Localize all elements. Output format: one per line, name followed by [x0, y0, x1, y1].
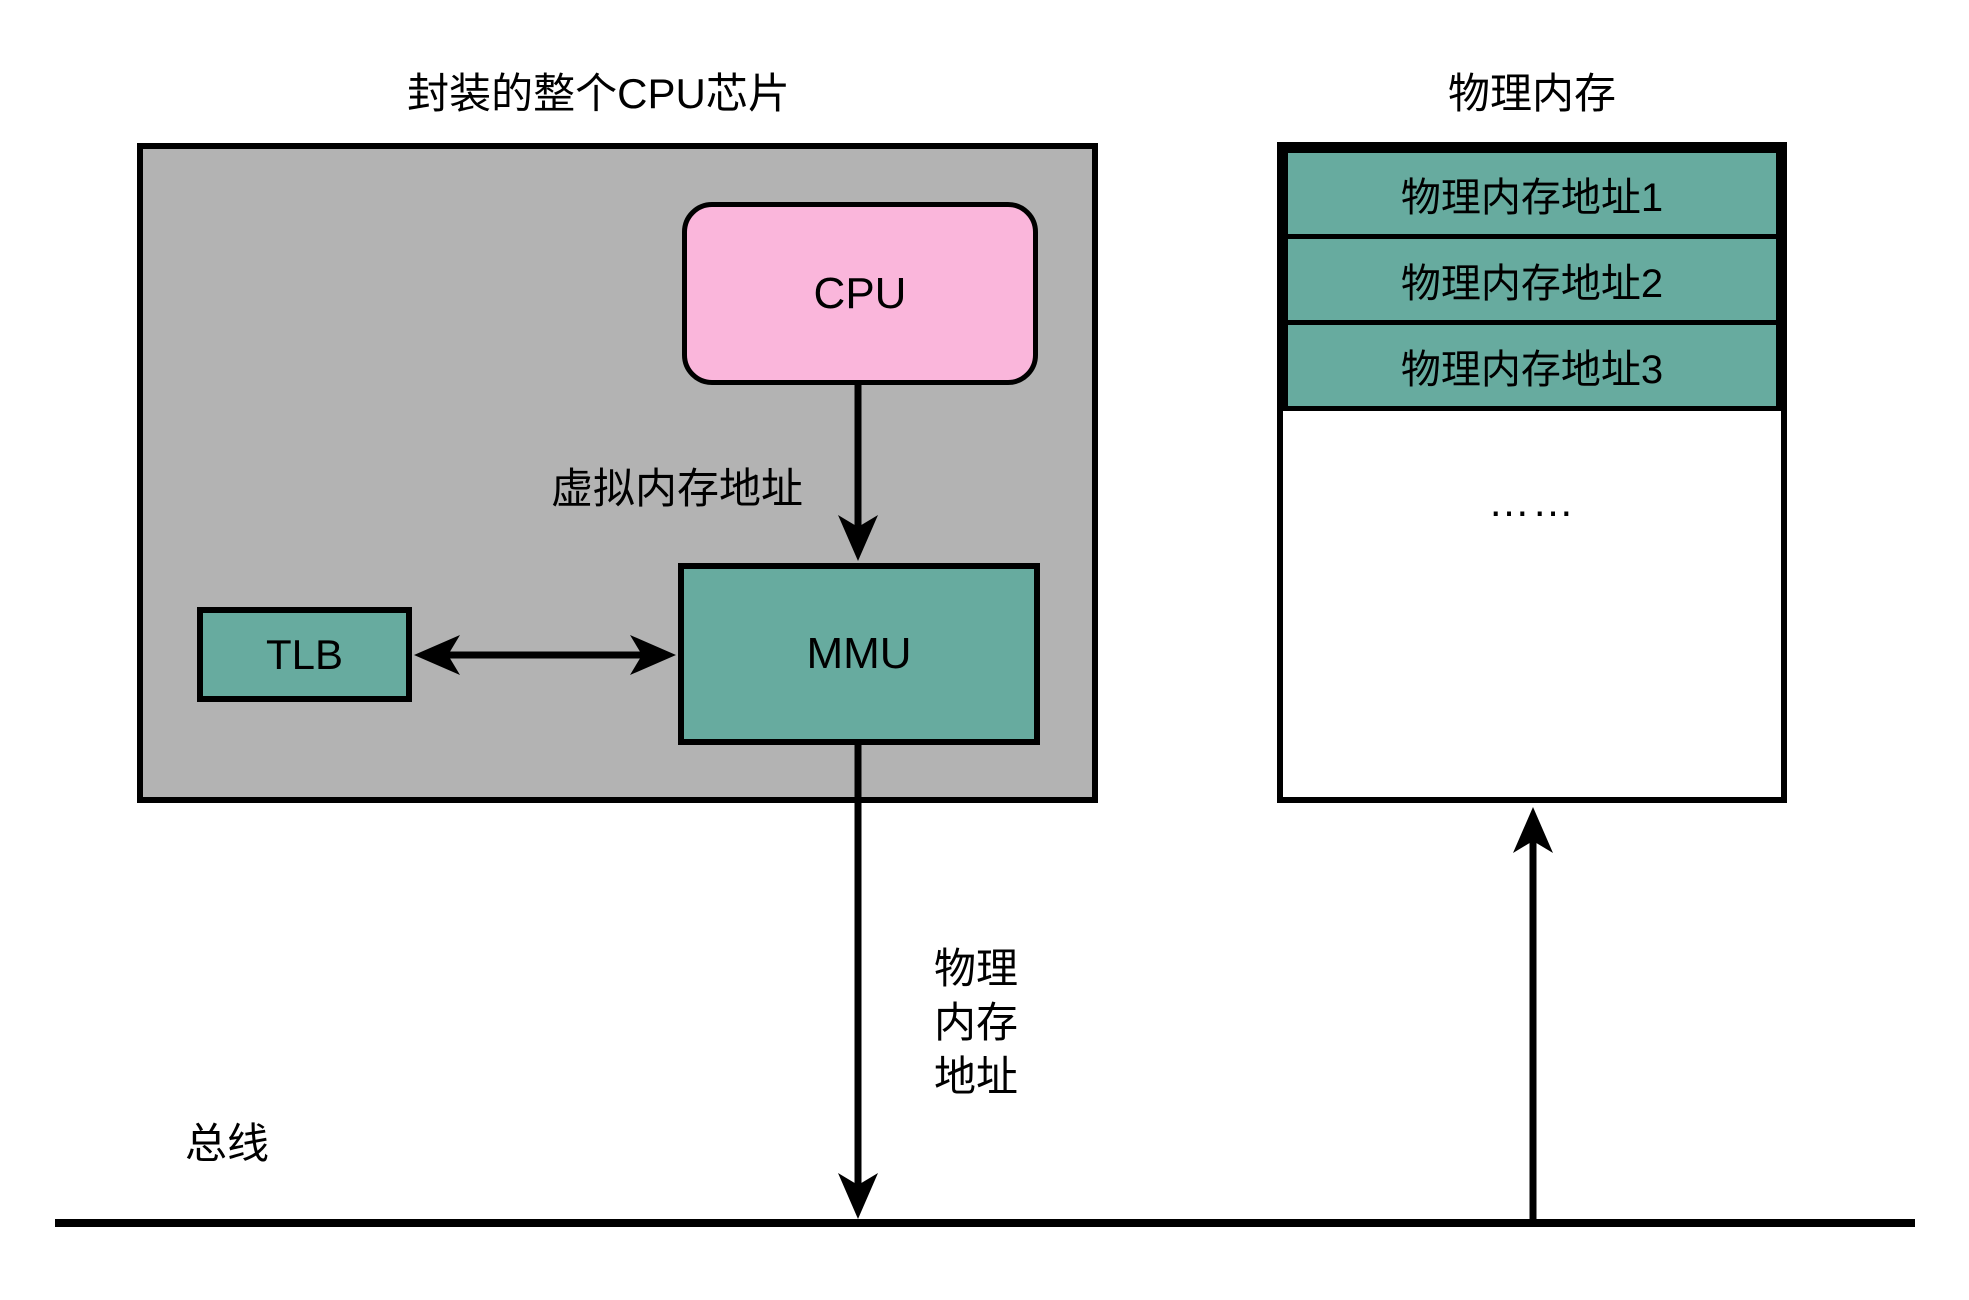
cpu-label: CPU	[813, 268, 907, 318]
bus-label: 总线	[185, 1120, 270, 1167]
tlb-label: TLB	[265, 630, 344, 678]
physical-address-line: 地址	[933, 1053, 1018, 1100]
mmu-box: MMU	[678, 563, 1040, 745]
memory-row: 物理内存地址3	[1283, 320, 1781, 411]
tlb-box: TLB	[197, 607, 412, 702]
mmu-label: MMU	[806, 629, 912, 678]
physical-address-label: 物理 内存 地址	[928, 942, 1024, 1104]
physical-memory-box: 物理内存地址1 物理内存地址2 物理内存地址3	[1277, 142, 1787, 803]
chip-title: 封装的整个CPU芯片	[407, 70, 790, 117]
physical-address-line: 内存	[933, 999, 1018, 1046]
arrow-mmu-to-bus	[838, 745, 878, 1219]
cpu-box: CPU	[682, 202, 1038, 385]
arrow-tlb-mmu-bidirectional	[414, 635, 676, 675]
memory-row: 物理内存地址1	[1283, 148, 1781, 239]
memory-title: 物理内存	[1447, 70, 1616, 117]
physical-address-line: 物理	[933, 945, 1018, 992]
arrow-bus-to-memory	[1513, 807, 1553, 1223]
memory-row: 物理内存地址2	[1283, 234, 1781, 325]
arrow-cpu-to-mmu	[838, 385, 878, 561]
memory-ellipsis: ……	[1488, 478, 1576, 525]
virtual-address-label: 虚拟内存地址	[550, 465, 803, 512]
